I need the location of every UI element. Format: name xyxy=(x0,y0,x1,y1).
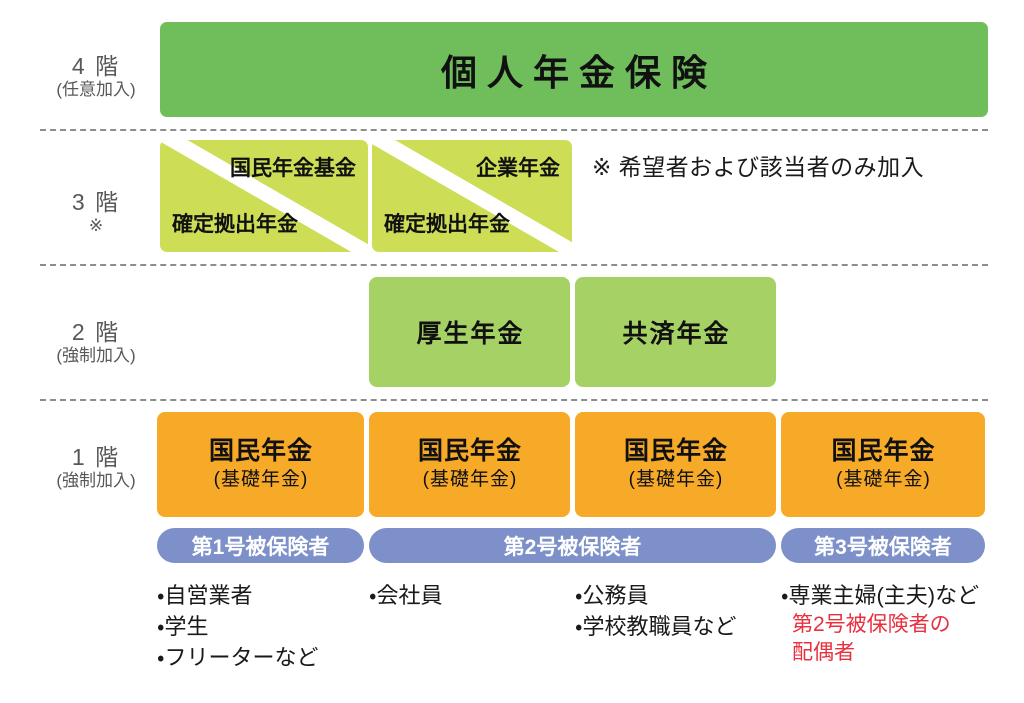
tier1-box-1-main-label: 国民年金 xyxy=(208,436,313,465)
tier1-box-2-main-label: 国民年金 xyxy=(417,436,522,465)
tier-label-2: 2 階 (強制加入) xyxy=(40,318,152,367)
tier-label-2-main: 2 階 xyxy=(71,319,121,345)
tier3-box-1-bottom-label: 確定拠出年金 xyxy=(172,213,298,236)
tier1-box-1-sub-label: (基礎年金) xyxy=(213,468,309,490)
list-item: ・会社員 xyxy=(369,583,443,608)
tier3-box-national-pension-fund: 国民年金基金 確定拠出年金 xyxy=(160,140,368,252)
divider-tier2-tier1 xyxy=(40,399,988,401)
tier1-box-national-pension-3: 国民年金 (基礎年金) xyxy=(575,412,776,517)
tier-label-1-main: 1 階 xyxy=(71,444,121,470)
tier3-box-2-top-label: 企業年金 xyxy=(476,157,560,180)
tier-label-2-sub: (強制加入) xyxy=(56,346,136,366)
member-list-category-2a: ・会社員 xyxy=(369,580,442,611)
tier-label-4-sub: (任意加入) xyxy=(56,80,136,100)
divider-tier3-tier2 xyxy=(40,264,988,266)
tier-label-1-sub: (強制加入) xyxy=(56,471,136,491)
insured-category-2-badge: 第2号被保険者 xyxy=(369,528,776,563)
tier2-box-employees-pension: 厚生年金 xyxy=(369,277,570,387)
tier1-box-national-pension-2: 国民年金 (基礎年金) xyxy=(369,412,570,517)
spouse-red-note-line-1: 第2号被保険者の xyxy=(792,613,951,637)
insured-category-3-badge: 第3号被保険者 xyxy=(781,528,985,563)
list-item: ・フリーターなど xyxy=(157,645,319,671)
tier-label-4-main: 4 階 xyxy=(71,53,121,79)
divider-tier4-tier3 xyxy=(40,129,988,131)
tier1-box-national-pension-4: 国民年金 (基礎年金) xyxy=(781,412,985,517)
tier2-box-mutual-aid-pension: 共済年金 xyxy=(575,277,776,387)
list-item: ・学生 xyxy=(157,614,209,640)
tier3-box-1-top-label: 国民年金基金 xyxy=(230,157,356,180)
tier1-box-2-sub-label: (基礎年金) xyxy=(422,468,518,490)
tier-label-3-main: 3 階 xyxy=(71,189,121,215)
tier3-box-corporate-pension: 企業年金 確定拠出年金 xyxy=(372,140,572,252)
tier3-note: ※ 希望者および該当者のみ加入 xyxy=(592,154,925,180)
list-item: ・学校教職員など xyxy=(575,614,737,640)
tier3-box-2-bottom-label: 確定拠出年金 xyxy=(384,213,510,236)
tier-label-1: 1 階 (強制加入) xyxy=(40,443,152,492)
list-item: ・公務員 xyxy=(575,583,649,608)
tier-label-3: 3 階 ※ xyxy=(40,188,152,237)
insured-category-1-badge: 第1号被保険者 xyxy=(157,528,364,563)
tier-label-3-sub: ※ xyxy=(88,216,104,236)
spouse-red-note: 第2号被保険者の 配偶者 xyxy=(781,611,979,666)
tier4-box-label: 個人年金保険 xyxy=(440,51,717,93)
tier1-box-national-pension-1: 国民年金 (基礎年金) xyxy=(157,412,364,517)
member-list-category-3: ・専業主婦(主夫)など 第2号被保険者の 配偶者 xyxy=(781,580,979,666)
tier1-box-4-sub-label: (基礎年金) xyxy=(836,468,931,490)
tier1-box-4-main-label: 国民年金 xyxy=(831,436,936,465)
list-item: ・自営業者 xyxy=(157,583,253,608)
list-item: ・専業主婦(主夫)など xyxy=(781,583,980,608)
tier-label-4: 4 階 (任意加入) xyxy=(40,52,152,101)
spouse-red-note-line-2: 配偶者 xyxy=(792,640,855,664)
tier1-box-3-sub-label: (基礎年金) xyxy=(628,468,724,490)
member-list-category-2b: ・公務員 ・学校教職員など xyxy=(575,580,736,642)
tier4-personal-pension-box: 個人年金保険 xyxy=(160,22,988,117)
member-list-category-1: ・自営業者 ・学生 ・フリーターなど xyxy=(157,580,318,674)
tier1-box-3-main-label: 国民年金 xyxy=(623,436,728,465)
